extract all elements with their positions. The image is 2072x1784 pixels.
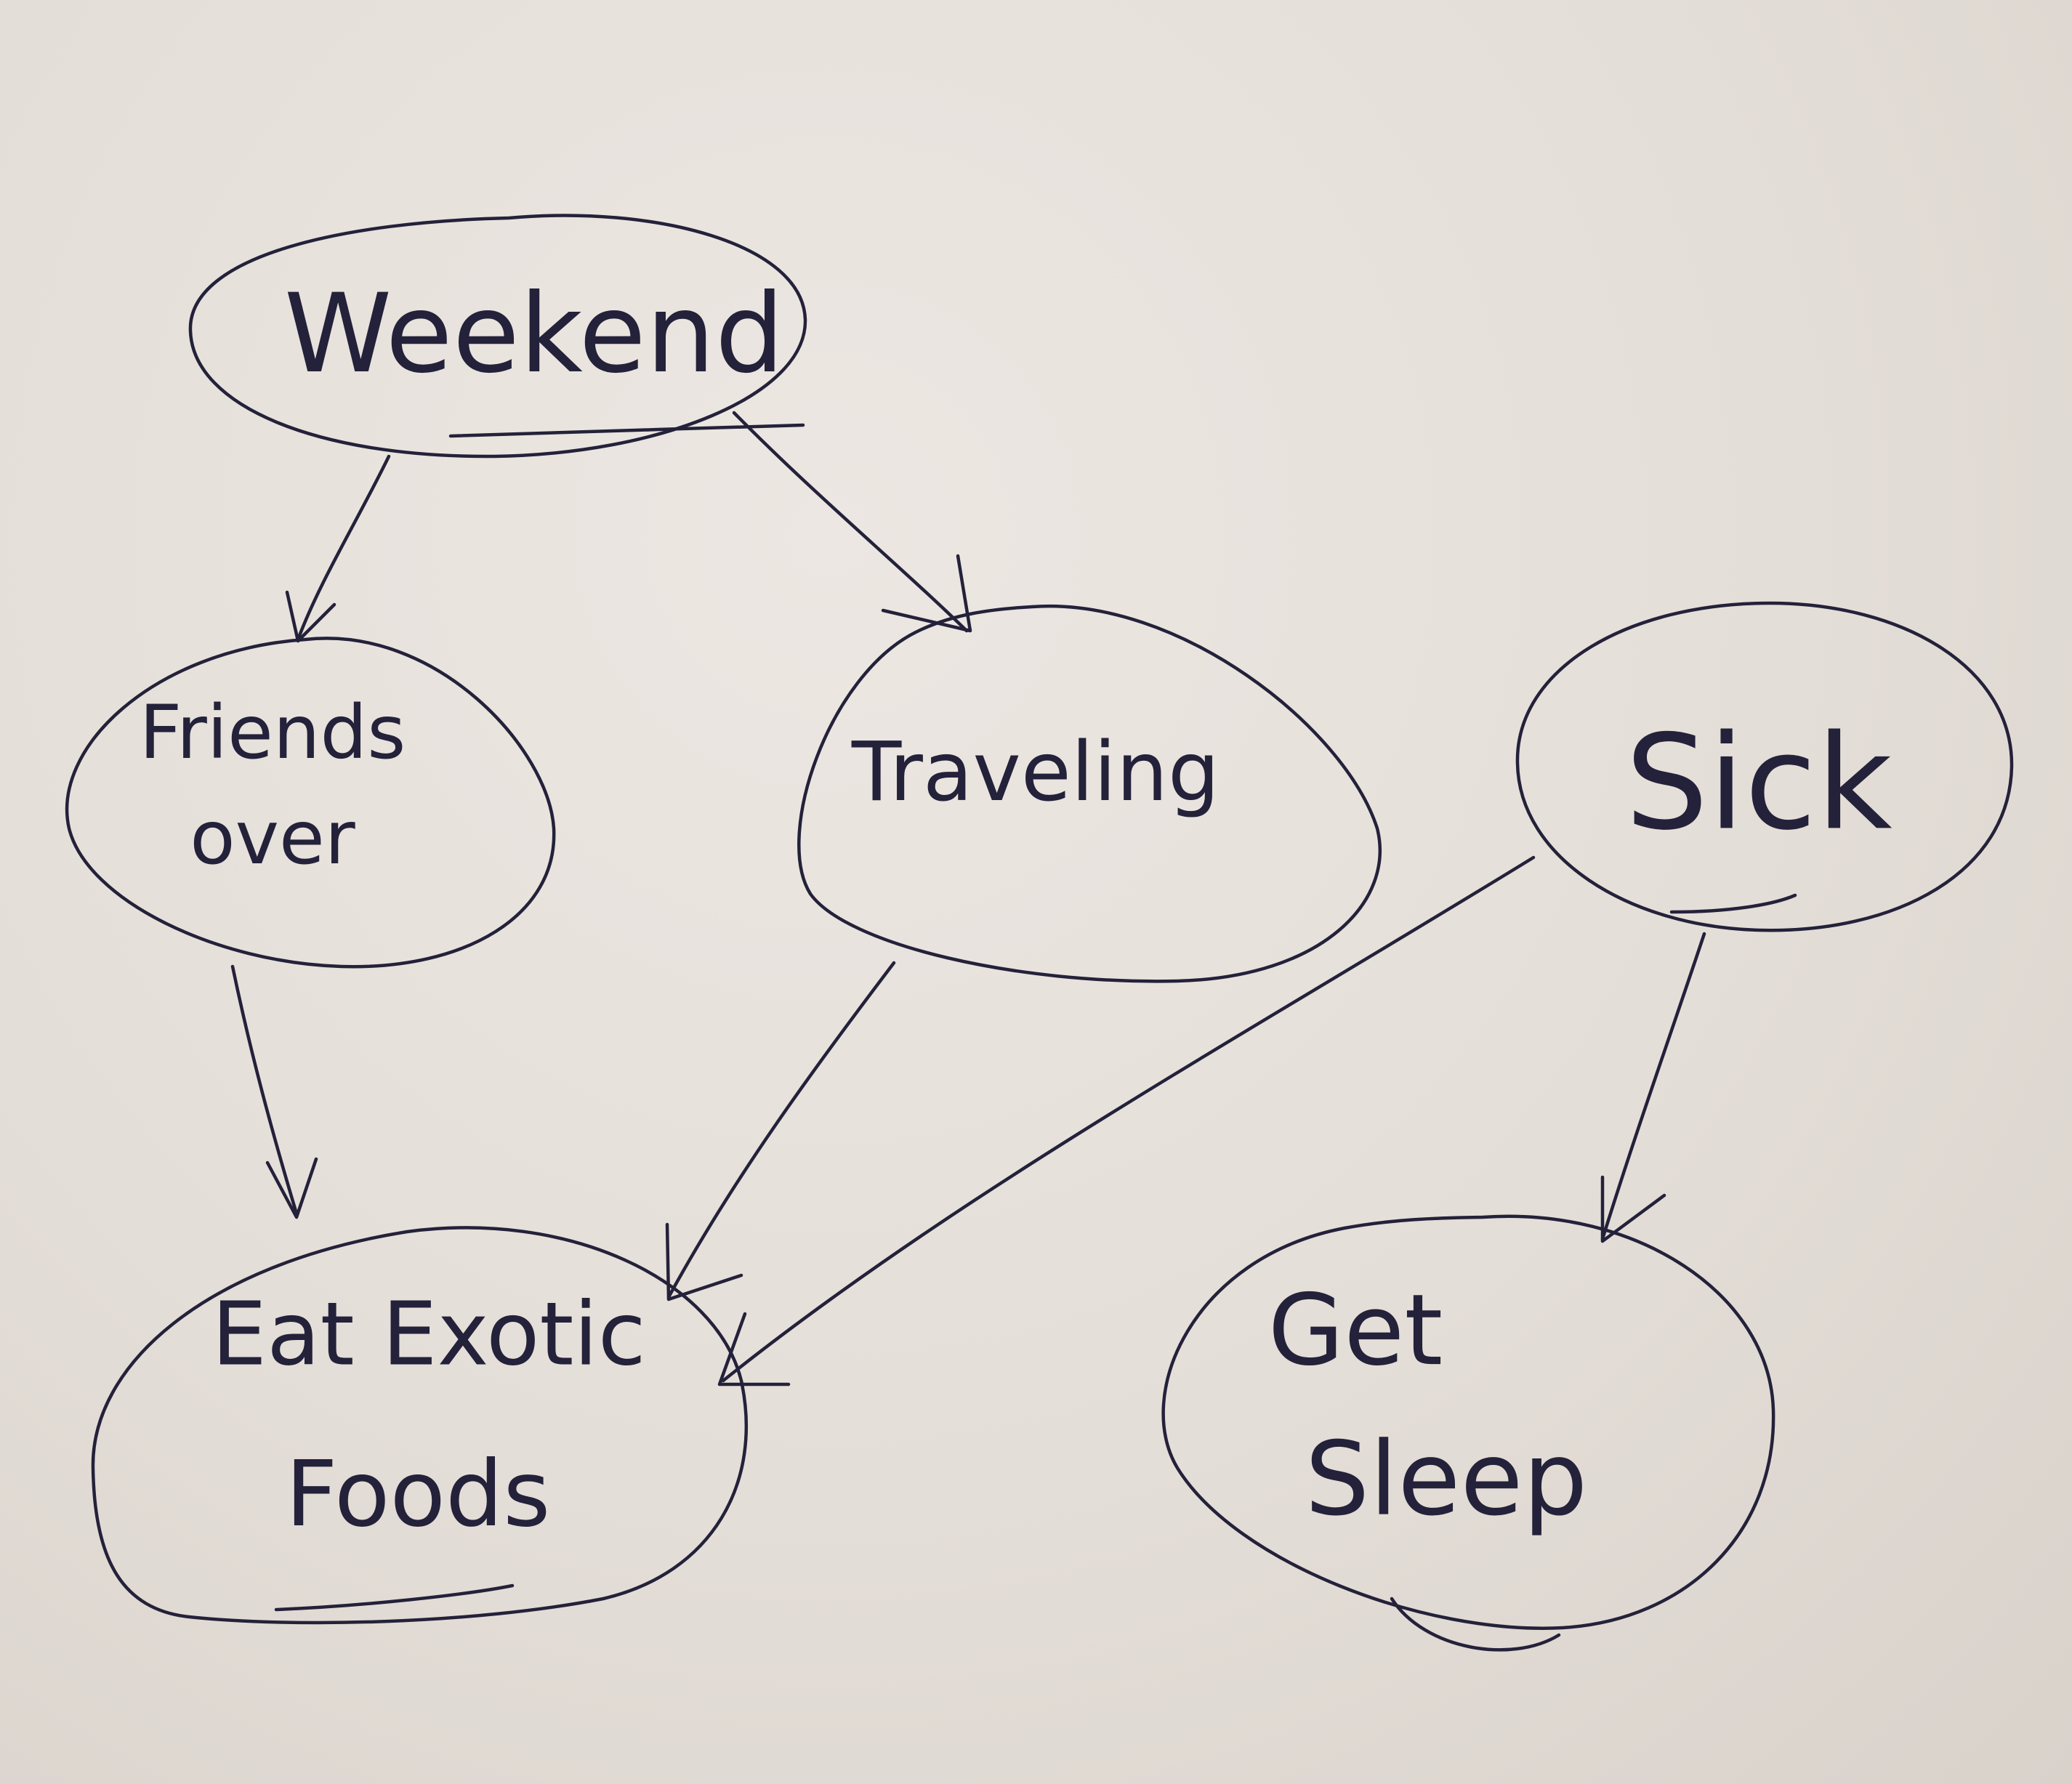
node-friends-over-label-line2: over: [190, 795, 355, 881]
edge-friends-over-to-eat-exotic-foods: [230, 964, 318, 1219]
node-weekend-outline: [188, 214, 807, 459]
edge-sick-to-eat-exotic-foods-line: [721, 855, 1536, 1383]
edge-sick-to-eat-exotic-foods: [717, 855, 1536, 1387]
node-get-sleep-label-line2: Sleep: [1305, 1421, 1588, 1539]
node-eat-exotic-foods-underline: [274, 1583, 515, 1612]
node-traveling: Traveling: [797, 604, 1382, 983]
edge-friends-over-to-eat-exotic-foods-arrowhead: [265, 1157, 318, 1219]
node-eat-exotic-foods-outline: [91, 1226, 749, 1625]
node-weekend-label: Weekend: [284, 271, 784, 397]
edge-weekend-to-friends-over: [285, 454, 391, 643]
node-sick: Sick: [1515, 601, 2014, 932]
edge-weekend-to-friends-over-arrowhead: [285, 590, 336, 643]
node-eat-exotic-foods-label-line1: Eat Exotic: [211, 1285, 645, 1386]
edge-sick-to-get-sleep-arrowhead: [1600, 1175, 1666, 1243]
node-eat-exotic-foods: Eat Exotic Foods: [91, 1226, 749, 1625]
edge-friends-over-to-eat-exotic-foods-line: [230, 964, 299, 1216]
node-traveling-label: Traveling: [851, 725, 1220, 820]
node-get-sleep-label-line1: Get: [1268, 1273, 1443, 1387]
node-weekend-underline: [448, 423, 805, 438]
edge-weekend-to-traveling-arrowhead: [881, 554, 972, 633]
edge-weekend-to-traveling: [732, 411, 972, 633]
edge-sick-to-eat-exotic-foods-arrowhead: [717, 1312, 791, 1387]
node-friends-over-label-line1: Friends: [140, 690, 406, 776]
node-weekend: Weekend: [188, 214, 807, 459]
edge-sick-to-get-sleep-line: [1600, 932, 1706, 1241]
node-sick-outline: [1515, 601, 2014, 932]
node-get-sleep-outline: [1161, 1214, 1775, 1630]
node-sick-underline: [1669, 893, 1797, 914]
node-traveling-outline: [797, 604, 1382, 983]
node-sick-label: Sick: [1625, 707, 1892, 859]
node-get-sleep-underline: [1390, 1597, 1561, 1652]
edge-weekend-to-friends-over-line: [296, 454, 391, 642]
node-eat-exotic-foods-label-line2: Foods: [286, 1442, 551, 1547]
edge-weekend-to-traveling-line: [732, 411, 969, 633]
edge-traveling-to-eat-exotic-foods: [665, 961, 896, 1301]
edge-traveling-to-eat-exotic-foods-arrowhead: [665, 1222, 743, 1301]
edge-traveling-to-eat-exotic-foods-line: [666, 961, 896, 1299]
edge-sick-to-get-sleep: [1600, 932, 1706, 1243]
node-get-sleep: Get Sleep: [1161, 1214, 1775, 1652]
node-friends-over: Friends over: [65, 637, 556, 969]
node-friends-over-outline: [65, 637, 556, 969]
